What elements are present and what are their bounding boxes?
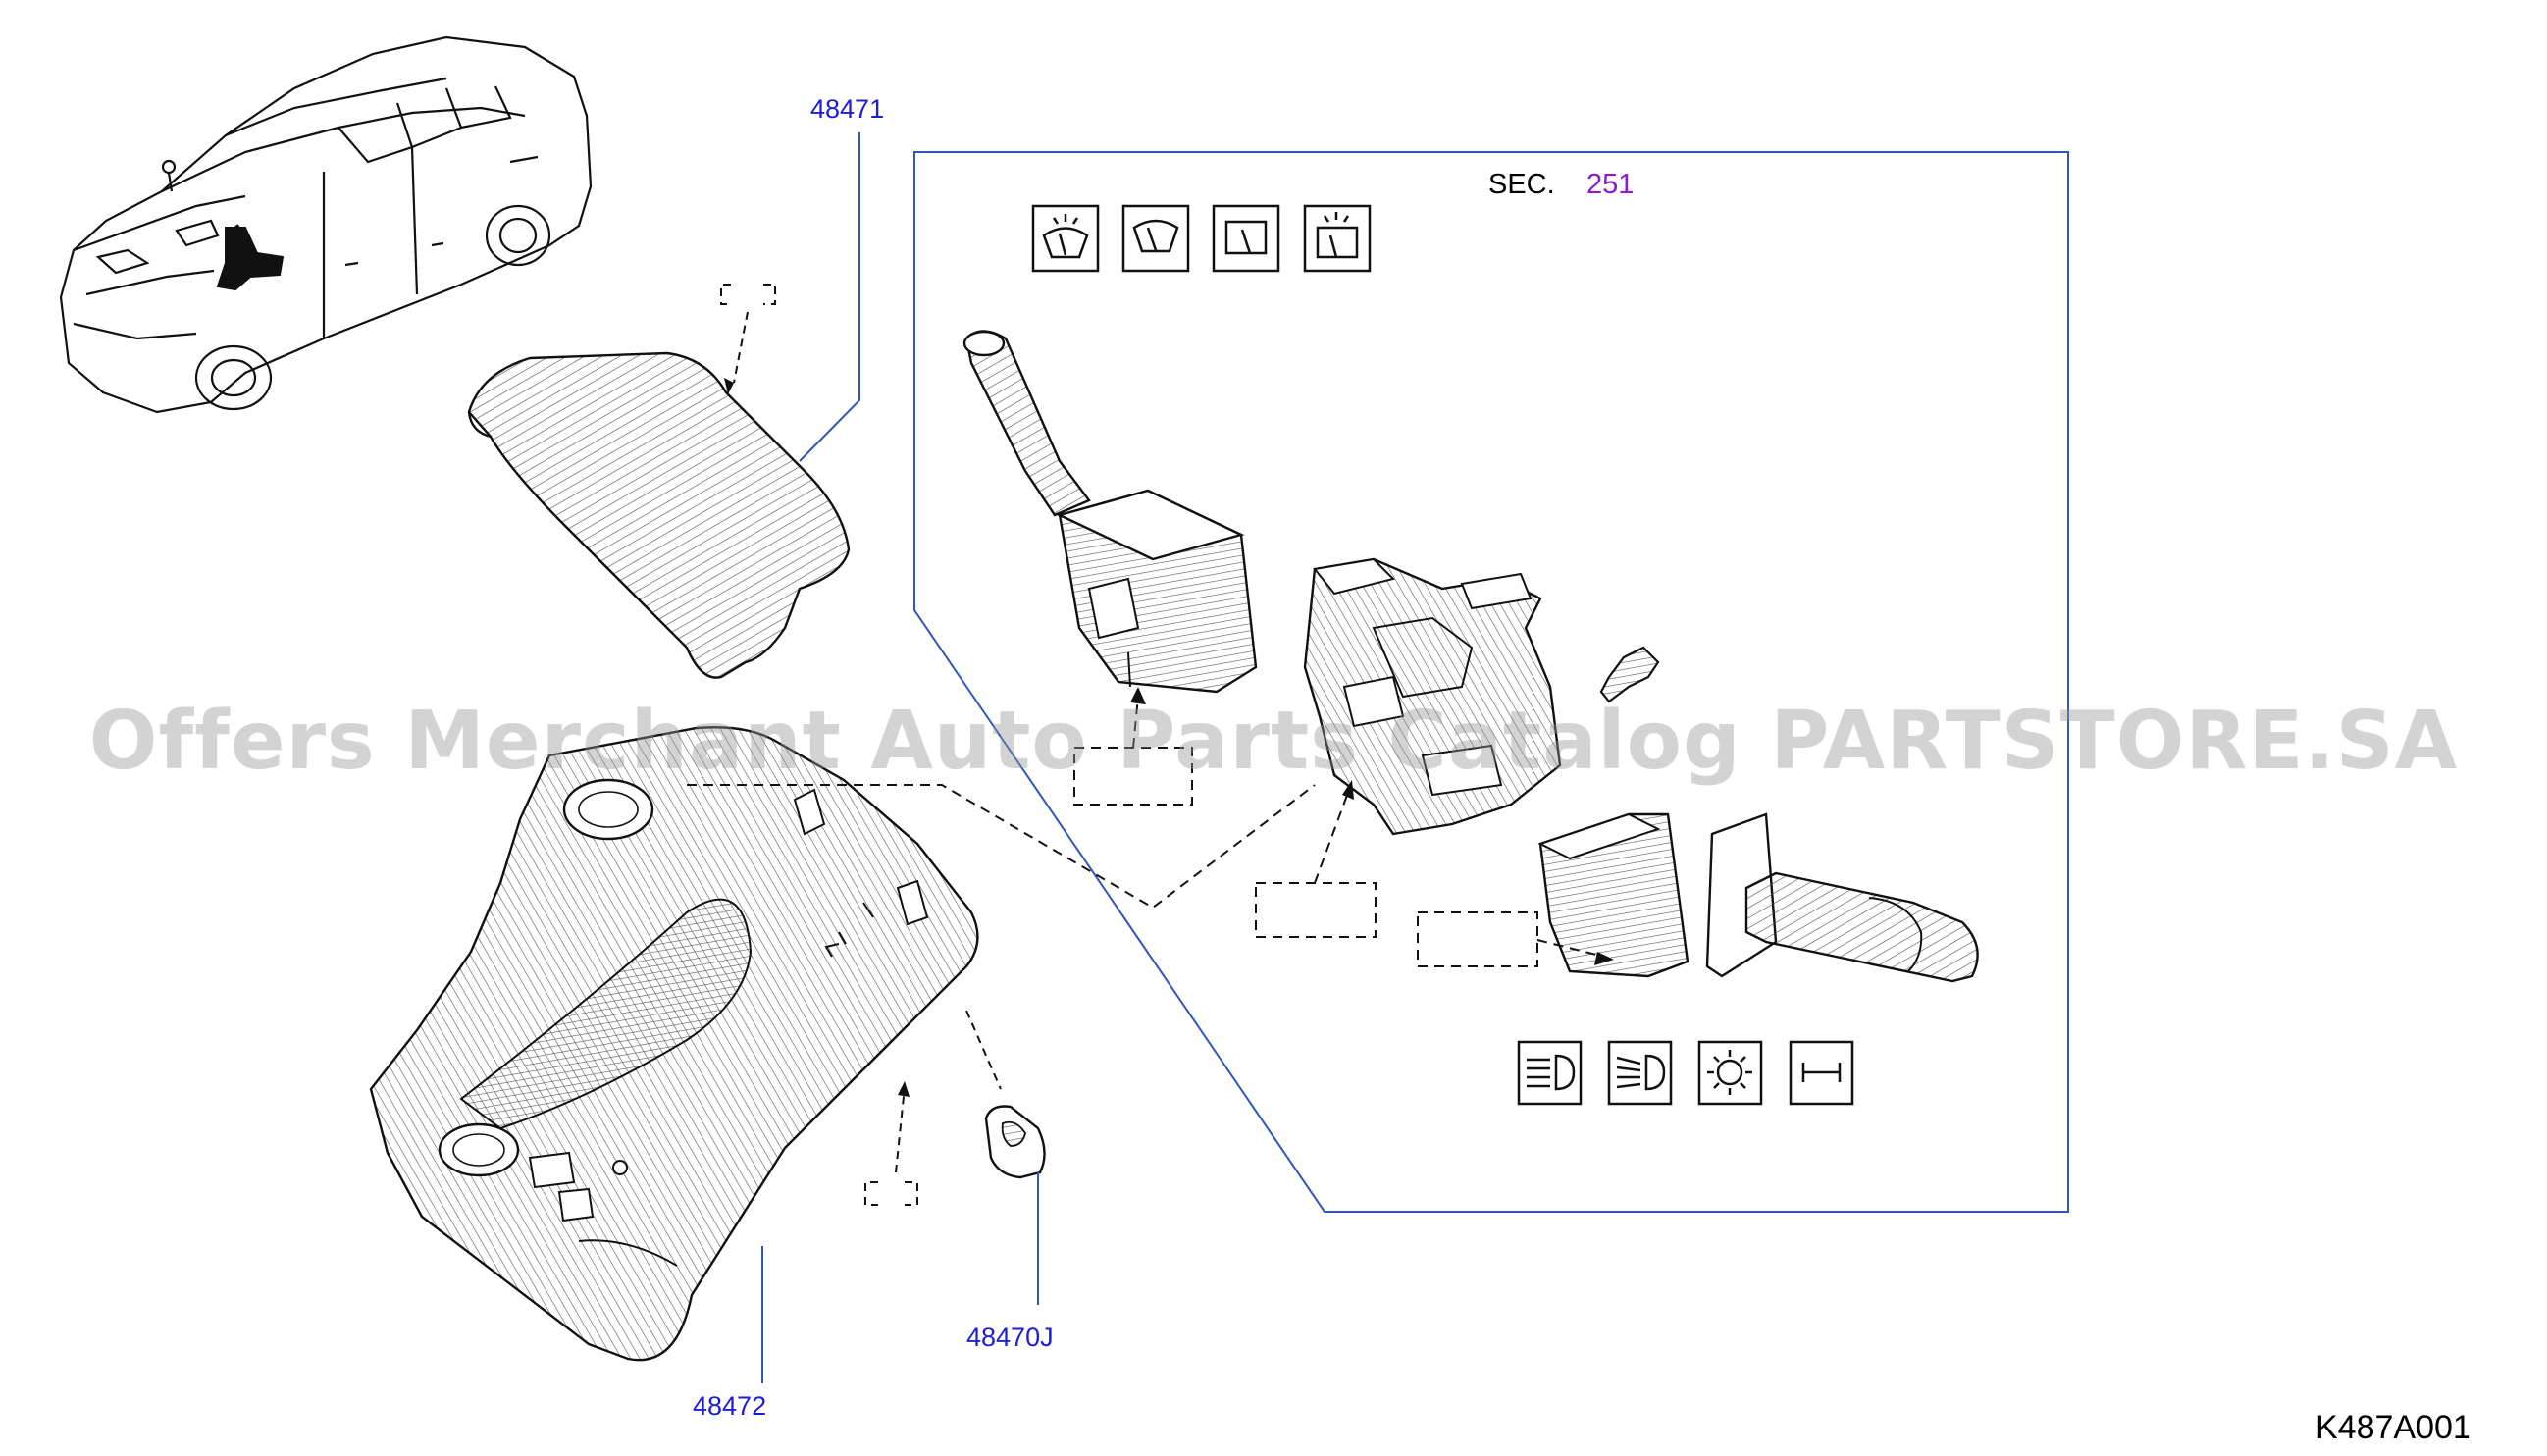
rear-wiper-icon: [1212, 204, 1280, 273]
car-location-illustration: [59, 35, 593, 414]
part-number-48472[interactable]: 48472: [693, 1391, 767, 1421]
part-number-48470j[interactable]: 48470J: [966, 1323, 1054, 1352]
low-beam-icon: [1517, 1040, 1583, 1106]
front-wiper-icon: [1121, 204, 1190, 273]
light-switch: [1537, 812, 1979, 983]
part-number-48471[interactable]: 48471: [810, 94, 885, 124]
lower-column-cover: [369, 726, 979, 1362]
wiper-icons: [1031, 204, 1372, 273]
watermark: Offers Merchant Auto Parts Catalog PARTS…: [88, 695, 2459, 788]
section-prefix: SEC.: [1488, 169, 1555, 200]
parking-light-icon: [1697, 1040, 1763, 1106]
dashed-clip-bottom: [864, 1010, 1002, 1206]
side-light-icon: [1789, 1040, 1854, 1106]
section-frame: [913, 151, 2069, 1213]
leader-lines: [761, 132, 1039, 1383]
screw-clip: [984, 1105, 1046, 1179]
column-switch-body: [1303, 557, 1562, 836]
front-washer-icon: [1031, 204, 1100, 273]
high-beam-icon: [1607, 1040, 1673, 1106]
wiper-switch: [962, 330, 1258, 694]
dashed-connectors: [687, 696, 1605, 967]
upper-column-cover: [467, 351, 851, 679]
dashed-clip-top: [720, 284, 776, 384]
light-icons: [1517, 1040, 1854, 1106]
rear-washer-icon: [1303, 204, 1372, 273]
screw: [1599, 646, 1660, 703]
steering-column-marker: [216, 227, 285, 291]
section-number[interactable]: 251: [1586, 169, 1635, 200]
diagram-code: K487A001: [2315, 1409, 2471, 1446]
